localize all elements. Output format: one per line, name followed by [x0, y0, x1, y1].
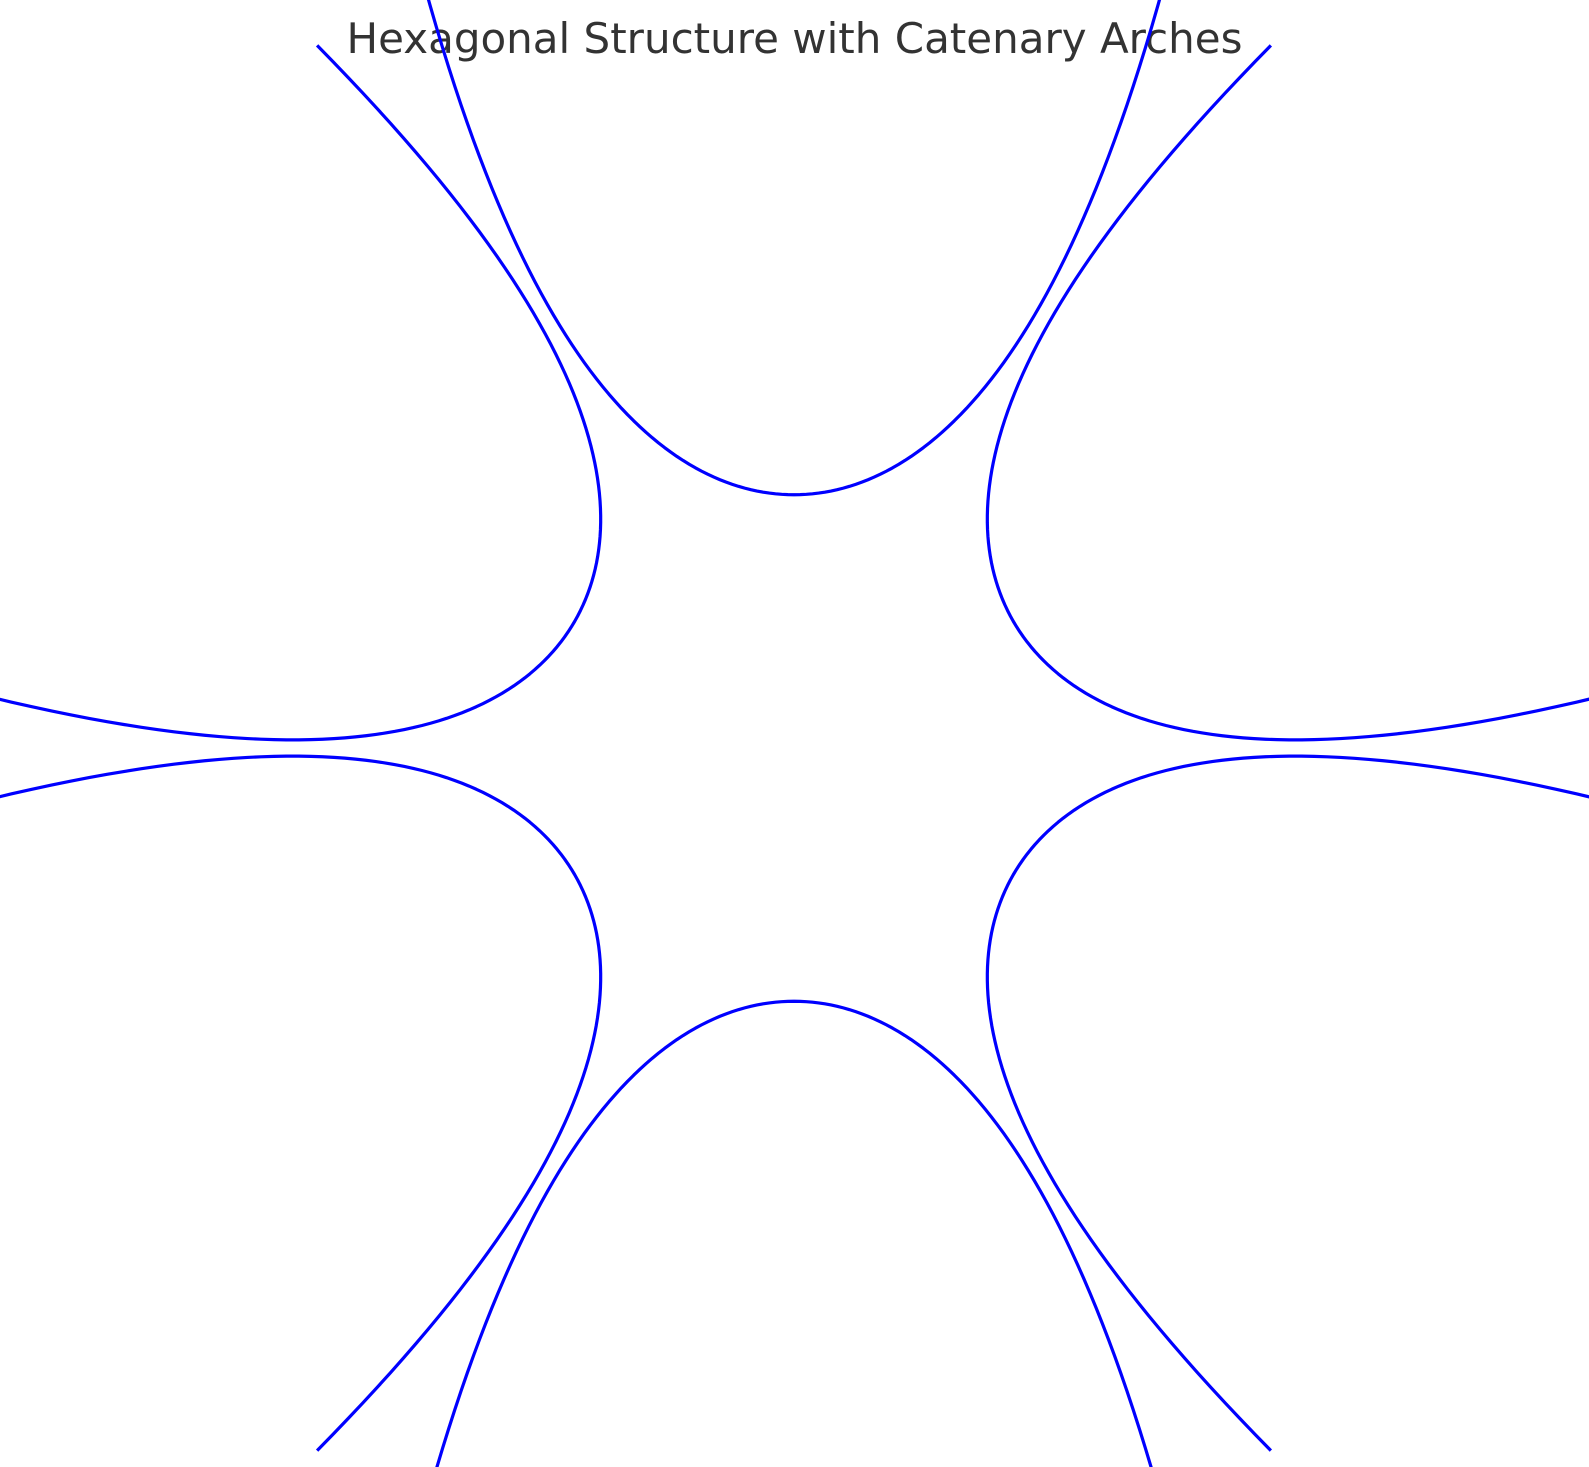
arch-upper-right [985, 44, 1589, 742]
arch-bottom [435, 999, 1153, 1467]
arch-lower-left [0, 754, 603, 1452]
arch-lower-right [985, 754, 1589, 1452]
arch-upper-left [0, 44, 603, 742]
arch-top [426, 0, 1162, 497]
figure-title: Hexagonal Structure with Catenary Arches [346, 14, 1243, 63]
